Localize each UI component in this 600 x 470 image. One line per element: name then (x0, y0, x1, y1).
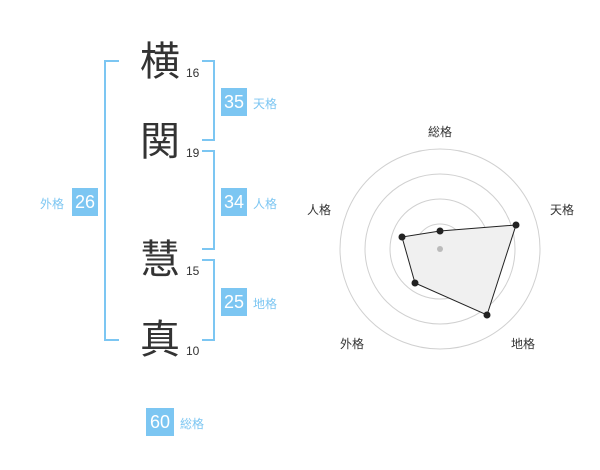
name-char-1: 横 (140, 39, 180, 85)
gaikaku-bracket (104, 60, 119, 341)
soukaku-label: 総格 (180, 417, 205, 431)
radar-point-soukaku (436, 227, 444, 235)
radar-label-chikaku: 地格 (511, 337, 536, 351)
stroke-count-1: 16 (186, 66, 200, 80)
radar-point-chikaku (483, 311, 491, 319)
chikaku-value: 25 (221, 288, 247, 316)
stroke-count-2: 19 (186, 146, 200, 160)
name-char-2: 関 (140, 119, 180, 165)
radar-center-dot (437, 246, 443, 252)
radar-label-soukaku: 総格 (428, 125, 453, 139)
jinkaku-value: 34 (221, 188, 247, 216)
gaikaku-label: 外格 (40, 197, 65, 211)
chikaku-label: 地格 (253, 297, 278, 311)
jinkaku-label: 人格 (253, 197, 278, 211)
radar-label-gaikaku: 外格 (340, 337, 365, 351)
name-char-4: 真 (140, 317, 180, 363)
radar-point-jinkaku (398, 233, 406, 241)
stroke-count-3: 15 (186, 264, 200, 278)
tenkaku-bracket (202, 60, 215, 141)
radar-label-jinkaku: 人格 (307, 203, 332, 217)
radar-chart (339, 148, 541, 350)
chikaku-bracket (202, 259, 215, 341)
tenkaku-label: 天格 (253, 97, 278, 111)
radar-label-tenkaku: 天格 (550, 203, 575, 217)
radar-ring-outer (339, 148, 541, 350)
jinkaku-bracket (202, 150, 215, 250)
soukaku-value: 60 (146, 408, 174, 436)
tenkaku-value: 35 (221, 88, 247, 116)
gaikaku-value: 26 (72, 188, 98, 216)
stroke-count-4: 10 (186, 344, 200, 358)
radar-ring-3 (364, 173, 516, 325)
radar-point-tenkaku (512, 221, 520, 229)
radar-area (401, 224, 517, 316)
name-char-3: 慧 (140, 237, 180, 283)
radar-point-gaikaku (411, 279, 419, 287)
